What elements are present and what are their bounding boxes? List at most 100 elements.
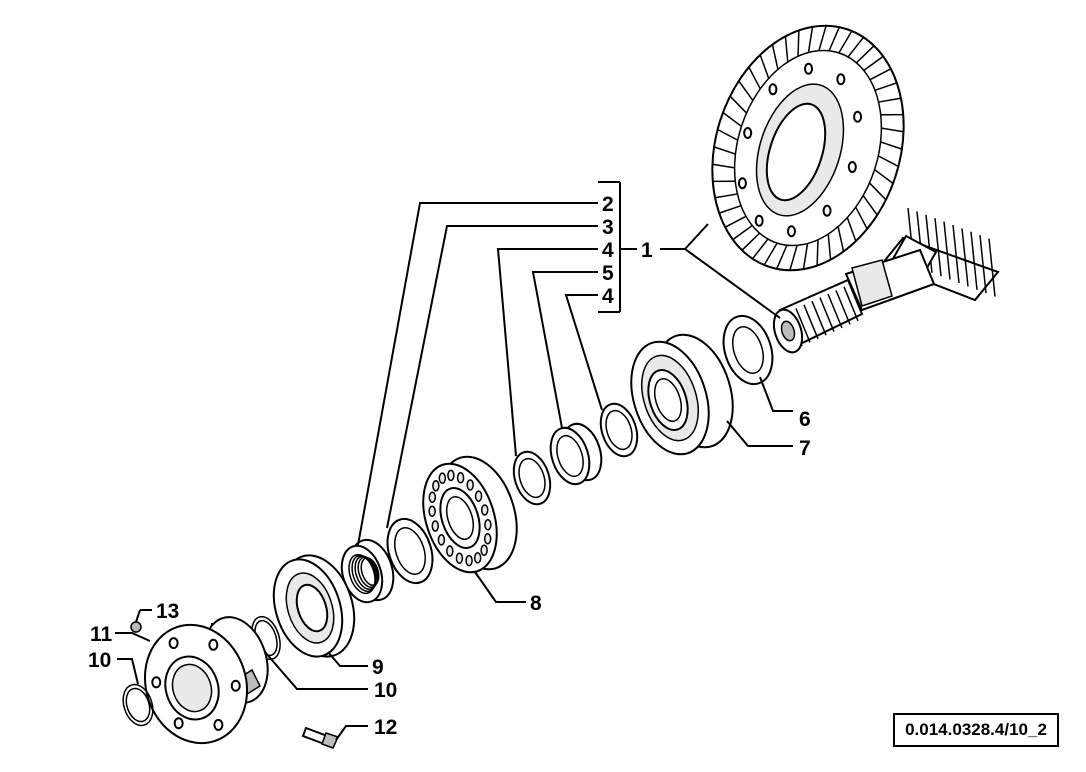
bearing-8 bbox=[422, 455, 518, 574]
gear-tooth bbox=[863, 55, 884, 72]
gear-tooth bbox=[874, 82, 898, 91]
callout-3: 3 bbox=[602, 216, 614, 239]
bolt-hole bbox=[847, 160, 857, 173]
bolt-hole bbox=[768, 83, 778, 96]
callout-7: 7 bbox=[799, 437, 811, 460]
bolt-hole bbox=[786, 225, 796, 238]
gear-tooth bbox=[729, 95, 748, 114]
bearing-8-rollers bbox=[428, 469, 492, 567]
spline bbox=[811, 300, 827, 336]
gear-tooth bbox=[771, 44, 779, 70]
gear-tooth bbox=[751, 238, 769, 260]
gear-tooth bbox=[874, 169, 894, 185]
callout-9: 9 bbox=[372, 656, 384, 679]
gear-tooth bbox=[878, 97, 902, 103]
gear-tooth bbox=[784, 36, 789, 63]
roller bbox=[438, 472, 447, 484]
gear-tooth bbox=[855, 206, 868, 230]
gear-tooth bbox=[789, 245, 798, 271]
flange-hole bbox=[173, 717, 184, 730]
pinion-tooth bbox=[943, 221, 951, 280]
bolt-hole bbox=[754, 214, 764, 227]
ring-nut-2 bbox=[340, 538, 395, 604]
gear-tooth bbox=[818, 25, 827, 51]
gear-tooth bbox=[759, 54, 770, 79]
gear-tooth bbox=[880, 141, 903, 150]
lock-washer-3 bbox=[386, 517, 434, 585]
bolt-hole bbox=[822, 204, 832, 217]
gear-tooth bbox=[847, 36, 865, 58]
thrust-washer-6 bbox=[722, 314, 774, 386]
gear-tooth bbox=[776, 244, 788, 270]
roller bbox=[480, 544, 488, 556]
callout-2: 2 bbox=[602, 193, 614, 216]
gear-tooth bbox=[717, 128, 739, 141]
pinion-tooth bbox=[952, 224, 960, 284]
gear-tooth bbox=[732, 224, 753, 241]
roller bbox=[483, 532, 492, 545]
gear-tooth bbox=[763, 242, 778, 266]
gear-tooth bbox=[816, 239, 819, 266]
gear-tooth bbox=[722, 111, 742, 127]
gear-tooth bbox=[718, 205, 742, 214]
gear-tooth bbox=[748, 66, 761, 90]
shim-ring-4-lower bbox=[512, 450, 552, 506]
gear-tooth bbox=[797, 30, 800, 57]
drawing-reference-code: 0.014.0328.4/10_2 bbox=[893, 713, 1059, 747]
spline bbox=[819, 297, 835, 332]
roller bbox=[455, 552, 464, 565]
ring-nut-threads bbox=[348, 553, 380, 595]
thread bbox=[348, 553, 376, 595]
gear-tooth bbox=[862, 195, 878, 216]
bolt-hole bbox=[836, 73, 846, 86]
callout-5: 5 bbox=[602, 262, 614, 285]
shaft-splines bbox=[787, 286, 859, 347]
snap-ring-10-lower bbox=[122, 683, 154, 727]
ring-gear bbox=[711, 24, 905, 272]
flange-hole bbox=[230, 679, 241, 692]
roller bbox=[437, 534, 446, 546]
gear-tooth bbox=[738, 80, 754, 101]
gear-tooth bbox=[868, 182, 887, 201]
roller bbox=[431, 520, 440, 532]
flange-hole bbox=[213, 718, 224, 731]
pinion-tooth bbox=[934, 218, 942, 277]
thread bbox=[357, 556, 379, 588]
roller bbox=[484, 519, 492, 531]
spline bbox=[803, 304, 819, 340]
gear-tooth bbox=[807, 26, 814, 53]
flange-hole bbox=[151, 676, 162, 689]
roller bbox=[456, 471, 465, 484]
leader-lines bbox=[115, 181, 793, 741]
gear-tooth bbox=[881, 127, 904, 133]
spline bbox=[835, 290, 851, 325]
gear-tooth bbox=[713, 146, 736, 155]
spline bbox=[843, 286, 859, 322]
callout-6: 6 bbox=[799, 408, 811, 431]
oil-seal-9 bbox=[272, 554, 356, 658]
bearing-7 bbox=[630, 333, 734, 456]
callout-labels: 1 2 3 4 5 4 6 7 8 9 10 10 11 12 13 bbox=[88, 193, 811, 739]
gear-tooth bbox=[724, 215, 747, 228]
gear-tooth bbox=[846, 217, 857, 242]
roller bbox=[480, 504, 489, 516]
spline bbox=[795, 308, 811, 343]
callout-11: 11 bbox=[90, 623, 113, 646]
gear-tooth bbox=[869, 68, 892, 81]
gear-tooth bbox=[802, 243, 809, 270]
callout-1: 1 bbox=[641, 239, 653, 262]
roller bbox=[428, 491, 437, 504]
bolt-hole bbox=[804, 62, 814, 75]
pinion-tooth bbox=[925, 214, 933, 273]
gear-tooth bbox=[837, 226, 845, 252]
bolt-12 bbox=[301, 726, 340, 749]
gear-tooth bbox=[838, 30, 853, 54]
gear-tooth bbox=[855, 45, 875, 64]
pinion-tooth bbox=[970, 231, 978, 290]
bolt-hole bbox=[737, 177, 747, 190]
nut-13 bbox=[130, 621, 142, 633]
roller bbox=[428, 505, 436, 517]
roller bbox=[432, 480, 440, 492]
bolt-hole bbox=[853, 110, 863, 123]
